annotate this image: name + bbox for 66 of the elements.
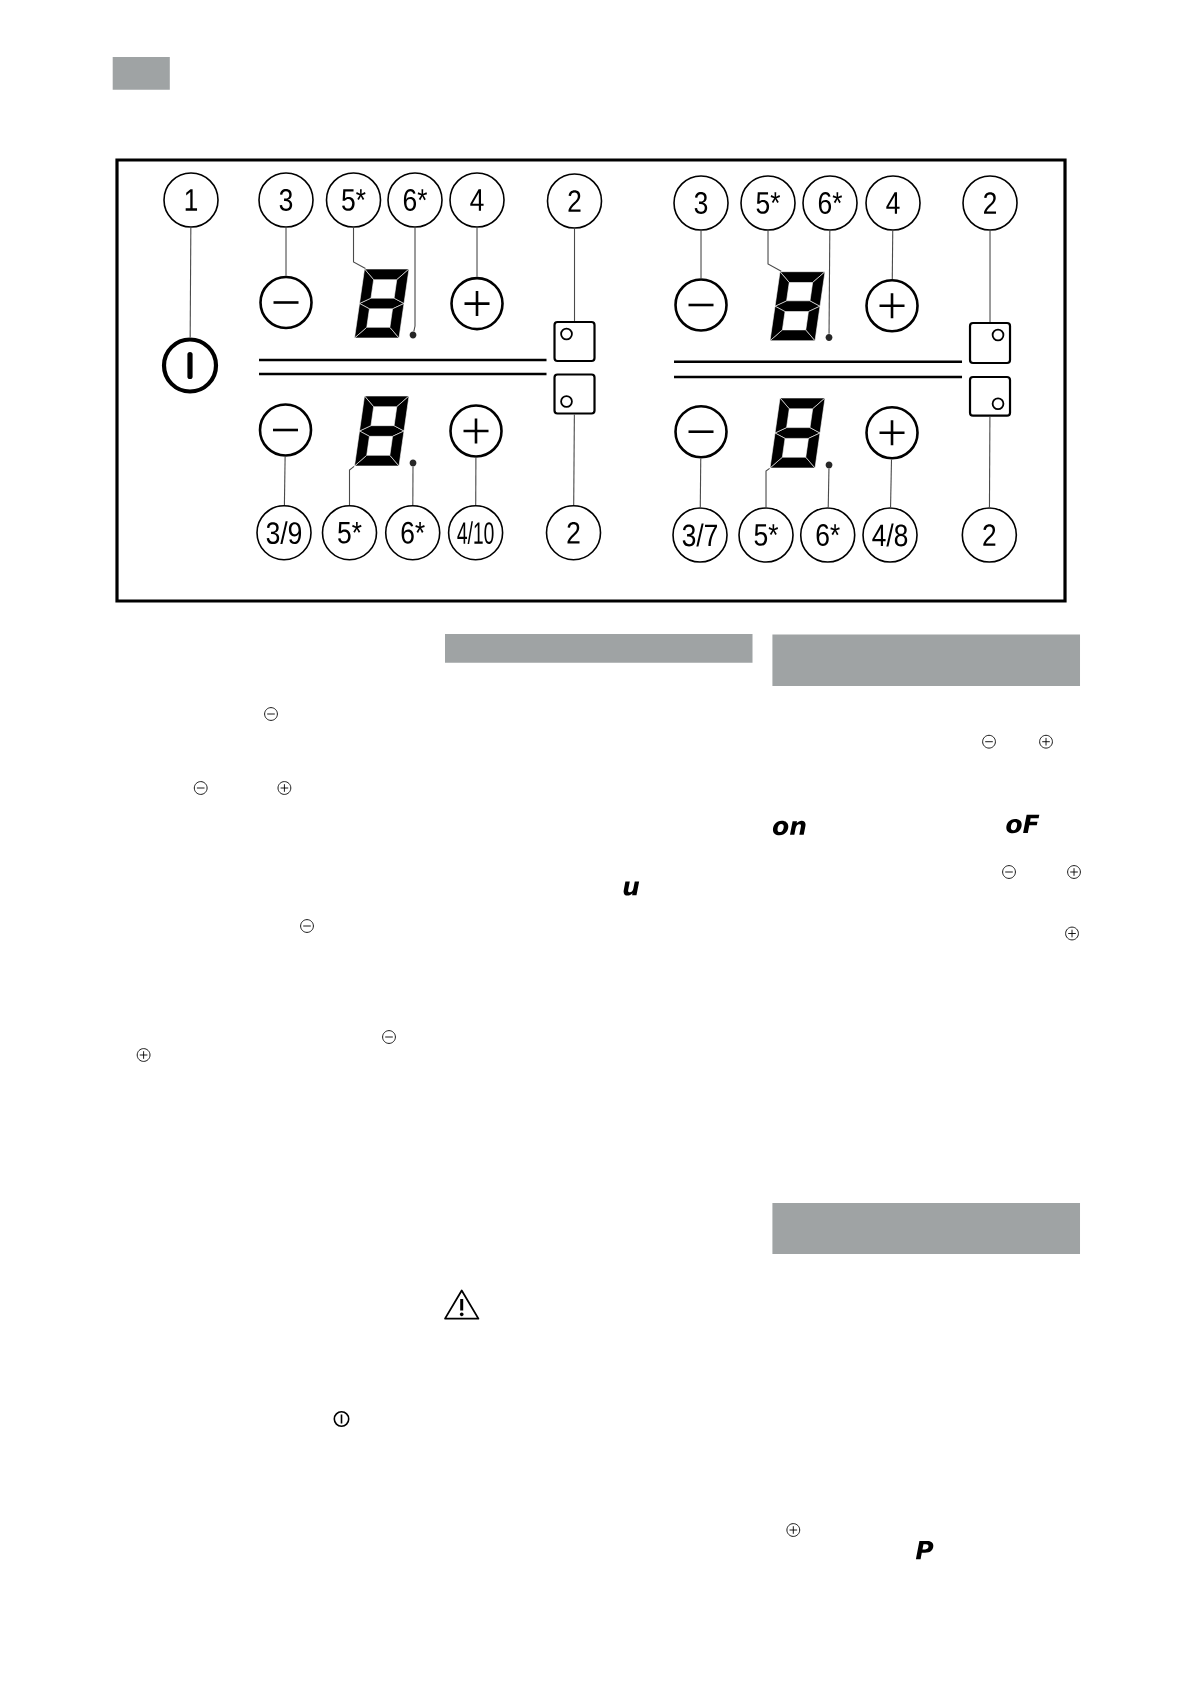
- minus-button: [258, 403, 313, 457]
- heading-bar: [445, 634, 753, 663]
- leader-line: [699, 457, 702, 508]
- leader-line: [989, 230, 991, 323]
- callout-number: 6*: [384, 504, 441, 561]
- square-button: [968, 375, 1012, 417]
- leader-line: [573, 228, 576, 322]
- callout-number: 2: [546, 173, 603, 229]
- heading-bar: [772, 634, 1080, 686]
- callout-number: 1: [163, 172, 219, 228]
- minus-button: [259, 275, 313, 330]
- callout-number: 6*: [387, 172, 443, 228]
- leader-line: [283, 456, 286, 506]
- power-button: [161, 337, 219, 394]
- leader-line: [189, 227, 192, 338]
- leader-line: [413, 227, 416, 332]
- callout-number: 3: [673, 175, 729, 231]
- leader-line: [412, 466, 414, 506]
- display-code: P: [915, 1540, 934, 1560]
- square-button: [553, 373, 596, 415]
- callout-number: 3/9: [256, 504, 312, 561]
- leader-line: [765, 467, 771, 508]
- callout-number: 6*: [799, 507, 856, 563]
- leader-line: [475, 457, 477, 506]
- plus-button: [865, 405, 919, 460]
- callout-number: 4/10: [447, 504, 504, 561]
- callout-number: 6*: [802, 175, 858, 231]
- display-code: on: [772, 820, 806, 836]
- leader-line: [285, 227, 287, 277]
- callout-number: 4: [449, 172, 505, 228]
- digit-display: [354, 395, 410, 467]
- minus-button: [674, 278, 728, 332]
- display-code: u: [623, 881, 640, 896]
- square-button: [968, 321, 1012, 365]
- leader-line: [700, 230, 702, 279]
- heading-bar: [772, 1203, 1080, 1254]
- plus-button: [449, 404, 503, 458]
- leader-line: [352, 227, 367, 270]
- callout-number: 3: [258, 172, 314, 228]
- square-button: [553, 320, 596, 363]
- callout-number: 4/8: [862, 507, 918, 563]
- digit-display: [769, 397, 826, 469]
- leader-line: [767, 230, 782, 272]
- callout-number: 5*: [325, 172, 382, 228]
- digit-display: [354, 268, 410, 339]
- callout-number: 2: [961, 507, 1018, 563]
- leader-line: [891, 230, 894, 280]
- leader-line: [890, 458, 893, 508]
- plus-button: [865, 278, 919, 333]
- callout-number: 5*: [321, 504, 378, 561]
- leader-line: [573, 414, 575, 506]
- digit-display: [769, 271, 826, 341]
- minus-button: [674, 404, 728, 459]
- callout-number: 5*: [738, 507, 794, 563]
- leader-line: [827, 468, 830, 508]
- display-code: oF: [1006, 814, 1040, 834]
- callout-number: 4: [865, 175, 921, 231]
- callout-number: 5*: [740, 175, 796, 231]
- leader-line: [828, 230, 831, 335]
- leader-line: [348, 465, 355, 506]
- leader-line: [988, 416, 991, 508]
- callout-number: 2: [962, 175, 1018, 231]
- plus-button: [450, 276, 504, 331]
- callout-number: 3/7: [672, 507, 728, 563]
- leader-line: [476, 227, 478, 278]
- callout-number: 2: [545, 504, 602, 561]
